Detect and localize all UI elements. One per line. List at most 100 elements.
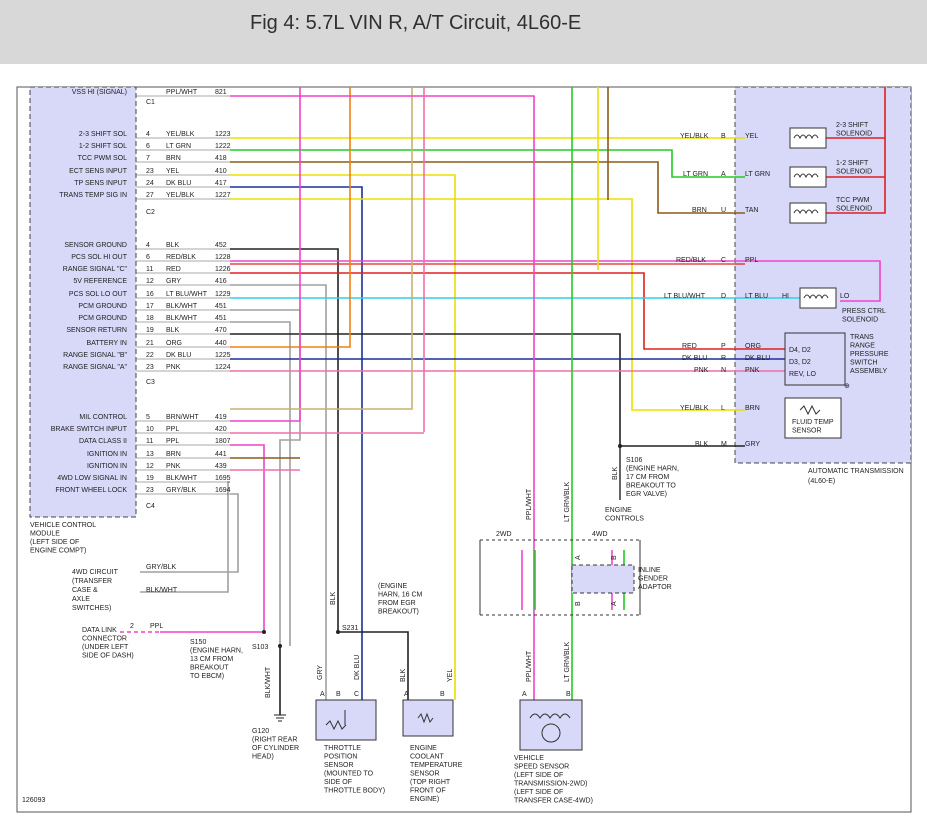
- inline-adaptor-label: ADAPTOR: [638, 584, 672, 591]
- trans-pin-letter: R: [721, 355, 726, 362]
- tps-pin: A: [320, 691, 325, 698]
- vcm-pin-label: IGNITION IN: [87, 463, 127, 470]
- vcm-wire-color: BLK/WHT: [166, 303, 198, 310]
- vcm-pin-label: 5V REFERENCE: [73, 278, 127, 285]
- vcm-circuit-number: 441: [215, 451, 227, 458]
- ground-symbol: ⊕: [844, 383, 850, 390]
- trans-pin-letter: C: [721, 257, 726, 264]
- vcm-pin-label: 4WD LOW SIGNAL IN: [57, 475, 127, 482]
- wire-vertical-label: BLK/WHT: [265, 666, 272, 698]
- s150-label: 13 CM FROM: [190, 656, 233, 663]
- vcm-circuit-number: 1224: [215, 364, 231, 371]
- vcm-circuit-number: 1695: [215, 475, 231, 482]
- trans-pin-letter: A: [721, 171, 726, 178]
- vcm-pin-number: 10: [146, 426, 154, 433]
- vcm-pin-number: 6: [146, 254, 150, 261]
- dlc-wire-label: PPL: [150, 623, 163, 630]
- vcm-pin-number: 11: [146, 266, 153, 273]
- wire-vss-hi: [230, 95, 535, 700]
- vcm-wire-color: PPL: [166, 426, 179, 433]
- vcm-pin-number: 13: [146, 451, 154, 458]
- ect-label: ENGINE: [410, 745, 437, 752]
- wire-12-shift: [230, 149, 745, 178]
- connector-id: C1: [146, 99, 155, 106]
- trans-wire-label: RED/BLK: [676, 257, 706, 264]
- fluid-temp-box: [784, 397, 842, 439]
- solenoid-12: [789, 166, 827, 188]
- vcm-wire-color: BLK/WHT: [166, 475, 198, 482]
- vcm-wire-color: PNK: [166, 463, 181, 470]
- wire-vertical-label: PPL/WHT: [526, 488, 533, 520]
- vcm-wire-color: YEL/BLK: [166, 131, 195, 138]
- vcm-pin-label: MIL CONTROL: [79, 414, 127, 421]
- dlc-label: DATA LINK: [82, 627, 117, 634]
- vcm-wire-color: GRY/BLK: [166, 487, 197, 494]
- engine-controls-label: ENGINE: [605, 507, 632, 514]
- s150-label: (ENGINE HARN,: [190, 648, 243, 655]
- press-ctrl-solenoid: [799, 287, 837, 309]
- vcm-wire-color: RED: [166, 266, 181, 273]
- vcm-wire-color: BLK: [166, 242, 180, 249]
- vss-label: (LEFT SIDE OF: [514, 789, 563, 796]
- ect-pin: B: [440, 691, 445, 698]
- wire-tcc: [230, 161, 745, 214]
- wire-mil: [230, 87, 413, 410]
- vcm-wire-color: GRY: [166, 278, 181, 285]
- fluid-temp-label: FLUID TEMP: [792, 419, 834, 426]
- vcm-circuit-number: 470: [215, 327, 227, 334]
- trans-pin-letter: L: [721, 405, 725, 412]
- four-wd-circuit-label: (TRANSFER: [72, 578, 112, 585]
- adaptor-pin: B: [611, 555, 618, 560]
- trans-pin-letter: B: [721, 133, 726, 140]
- ect-label: (TOP RIGHT: [410, 779, 451, 786]
- solenoid-23: [789, 127, 827, 149]
- ground-g120-symbol: [274, 714, 286, 722]
- vcm-pin-label: RANGE SIGNAL "C": [63, 266, 128, 273]
- four-wd-circuit-label: AXLE: [72, 596, 90, 603]
- vcm-pin-label: BRAKE SWITCH INPUT: [51, 426, 128, 433]
- wire-vertical-label: YEL: [447, 669, 454, 682]
- vcm-pin-number: 7: [146, 155, 150, 162]
- vcm-pin-label: 2-3 SHIFT SOL: [79, 131, 127, 138]
- four-wd-circuit-label: 4WD CIRCUIT: [72, 569, 119, 576]
- vcm-wire-color: RED/BLK: [166, 254, 196, 261]
- solenoid-12-label: 1-2 SHIFT: [836, 160, 869, 167]
- vcm-circuit-number: 1226: [215, 266, 231, 273]
- vcm-circuit-number: 1229: [215, 291, 231, 298]
- vss-label: TRANSMISSION-2WD): [514, 781, 588, 788]
- vcm-pin-label: TRANS TEMP SIG IN: [59, 192, 127, 199]
- vcm-circuit-number: 1227: [215, 192, 231, 199]
- s231-label: BREAKOUT): [378, 609, 419, 616]
- trans-pin-letter: U: [721, 207, 726, 214]
- vss-rotor-icon: [541, 723, 561, 743]
- adaptor-pin: B: [575, 601, 582, 606]
- wire-pcm-ground-18: [230, 321, 291, 646]
- vcm-circuit-number: 451: [215, 303, 227, 310]
- vss-pin: B: [566, 691, 571, 698]
- vcm-wire-color: PNK: [166, 364, 181, 371]
- fluid-temp-label: SENSOR: [792, 428, 822, 435]
- ect-resistor: [417, 712, 434, 724]
- vcm-pin-number: 18: [146, 315, 154, 322]
- vcm-pin-label: TCC PWM SOL: [78, 155, 127, 162]
- trans-wire-label: LT GRN: [683, 171, 708, 178]
- range-switch-box: [784, 332, 846, 386]
- connector-id: C4: [146, 503, 155, 510]
- adaptor-pin: A: [611, 601, 618, 606]
- ect-label: SENSOR: [410, 771, 440, 778]
- range-switch-label: ASSEMBLY: [850, 368, 888, 375]
- vcm-circuit-number: 420: [215, 426, 227, 433]
- trans-wire-label: BLK: [695, 441, 709, 448]
- vcm-pin-label: RANGE SIGNAL "A": [63, 364, 127, 371]
- trans-pin-letter: N: [721, 367, 726, 374]
- trans-inner-color: GRY: [745, 441, 760, 448]
- engine-controls-label: CONTROLS: [605, 516, 644, 523]
- transmission-label: (4L60-E): [808, 478, 835, 485]
- wire-vertical-label: BLK: [400, 668, 407, 682]
- wire-pcs-hi: [230, 260, 881, 302]
- vcm-wire-color: YEL: [166, 168, 179, 175]
- s150-label: S150: [190, 639, 206, 646]
- solenoid-12-label: SOLENOID: [836, 169, 872, 176]
- vcm-label: ENGINE COMPT): [30, 548, 86, 555]
